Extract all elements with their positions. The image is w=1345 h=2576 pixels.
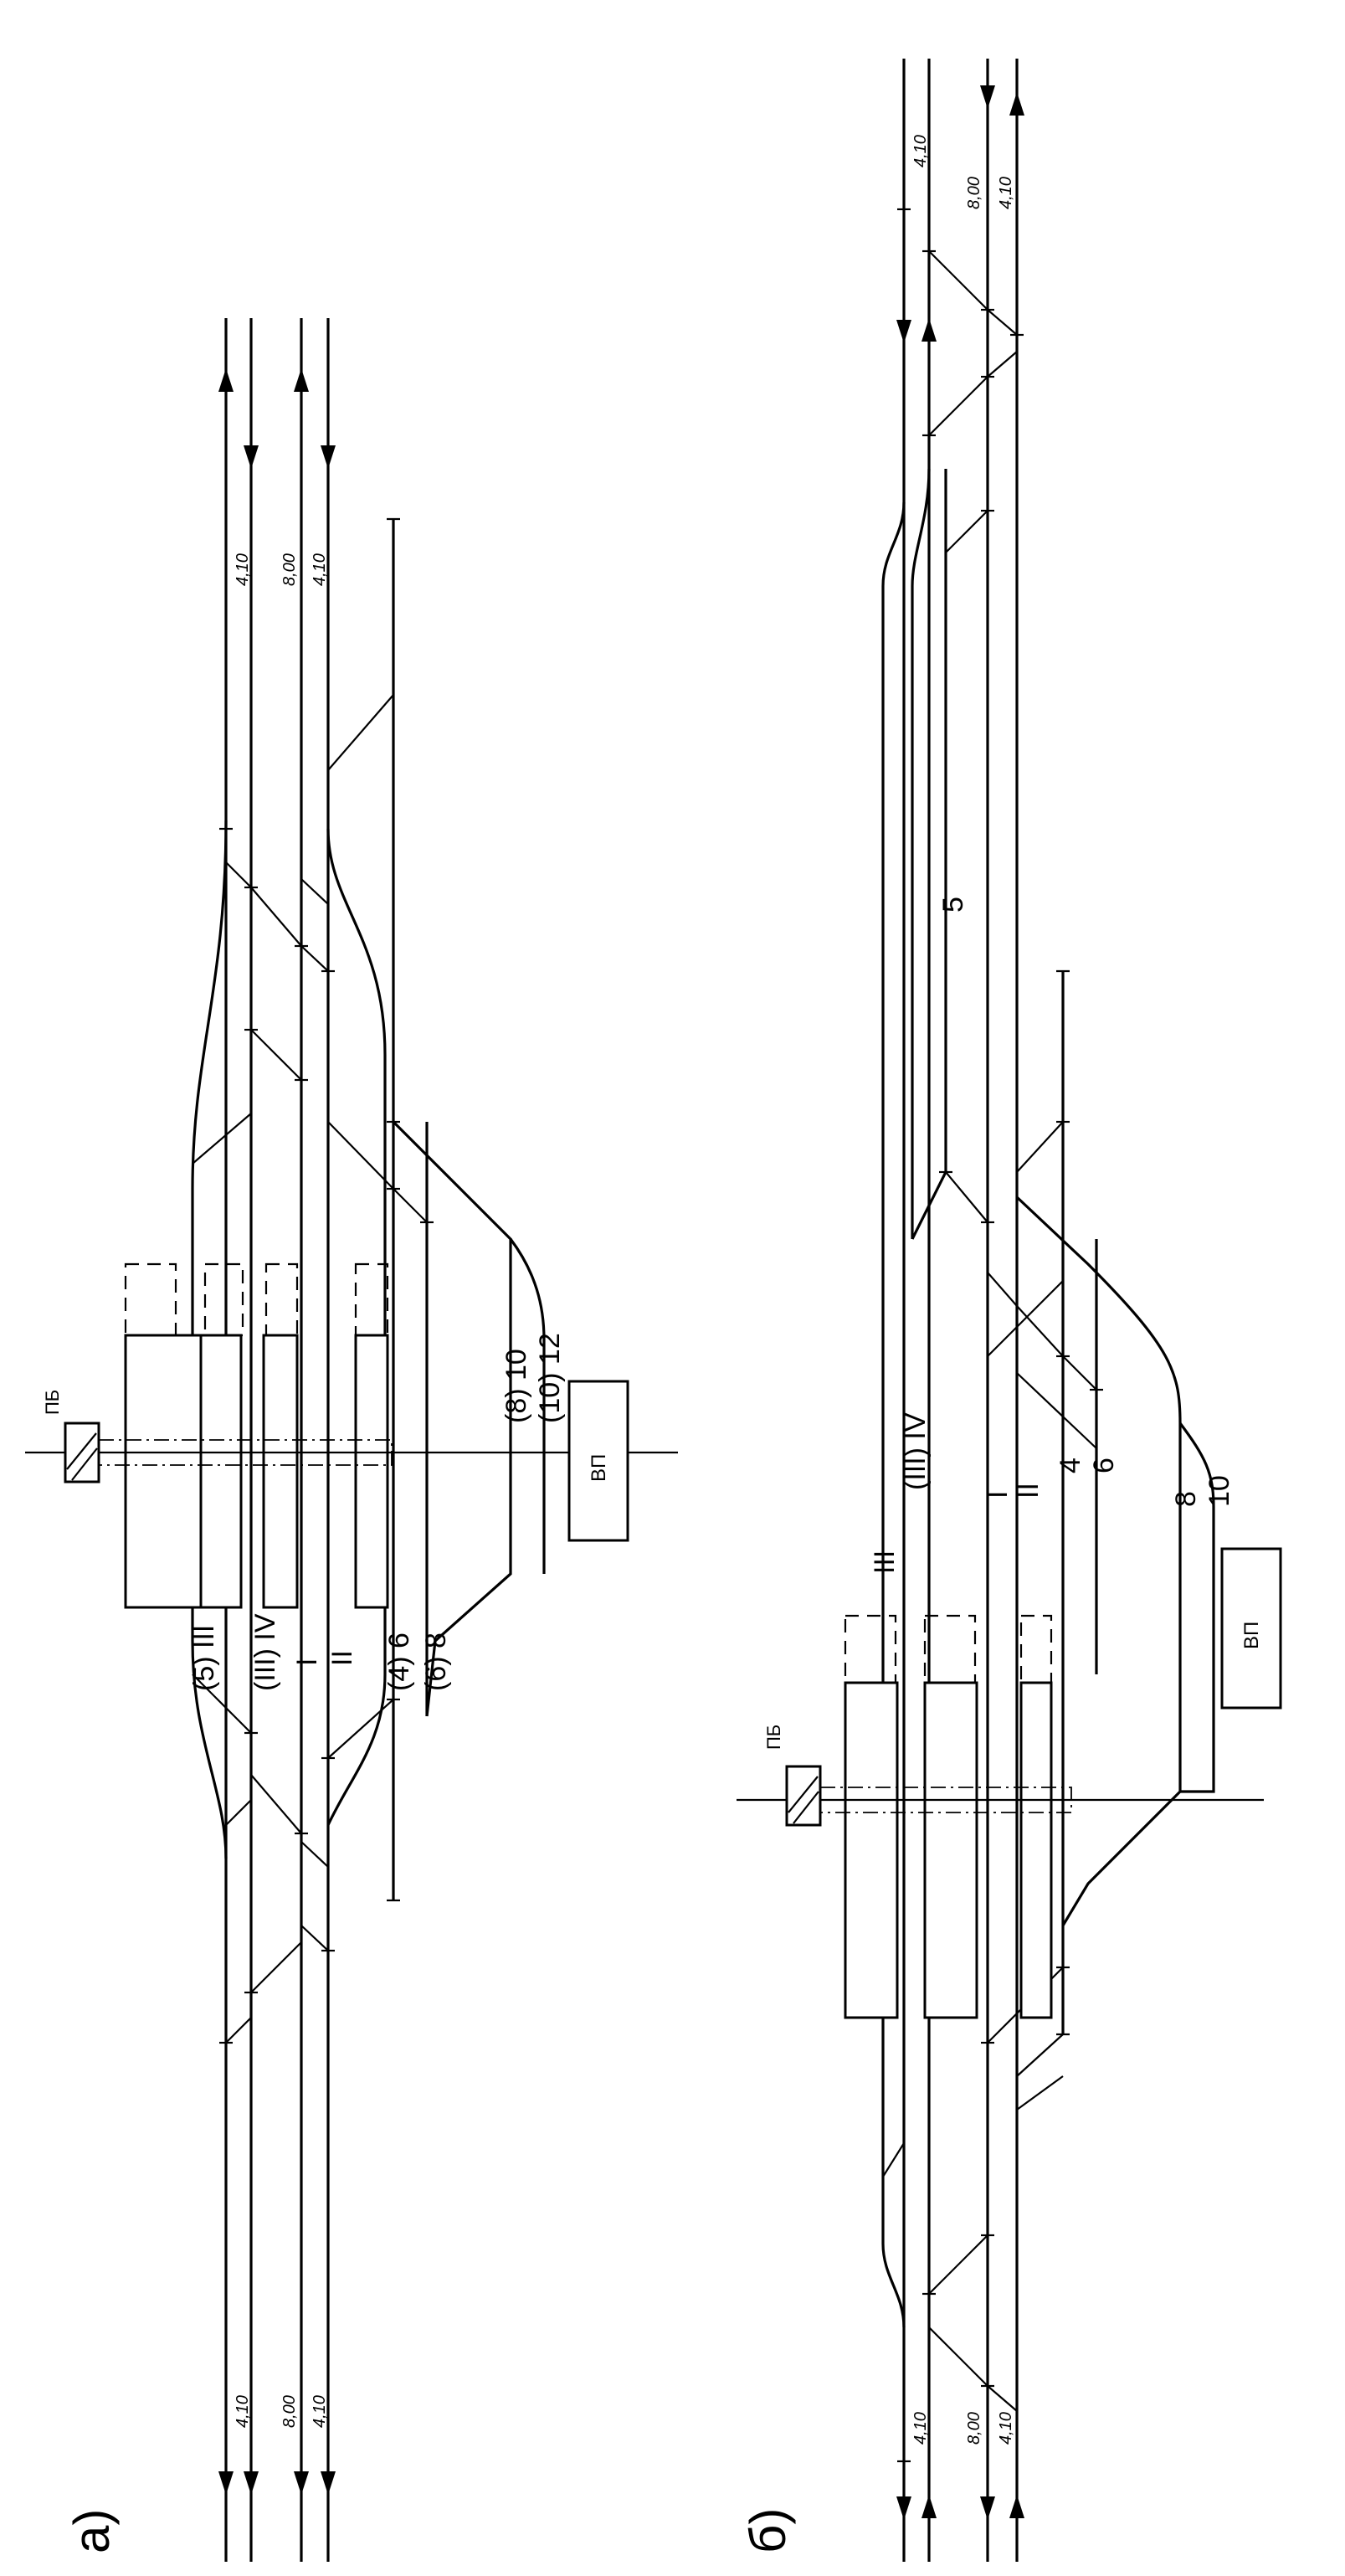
label-b-I: I bbox=[982, 1491, 1014, 1499]
arrow-a1-up bbox=[218, 368, 234, 392]
stub-a-bottom bbox=[387, 1889, 400, 1902]
track-a-loop-left bbox=[191, 820, 228, 1859]
label-a-II: II bbox=[326, 1650, 358, 1666]
label-a-5-III: (5) III bbox=[188, 1625, 220, 1691]
label-b-10: 10 bbox=[1204, 1475, 1235, 1507]
label-a-6-8: (6) 8 bbox=[420, 1632, 452, 1691]
track-a-siding-10 bbox=[392, 1120, 512, 1717]
spacing-a-top-3: 4,10 bbox=[311, 553, 329, 586]
label-b-6: 6 bbox=[1088, 1458, 1120, 1473]
label-a-III-IV: (III) IV bbox=[249, 1613, 281, 1691]
track-a-siding-12 bbox=[509, 1238, 546, 1574]
spacing-b-top-3: 4,10 bbox=[997, 177, 1015, 209]
spacing-b-bot-3: 4,10 bbox=[997, 2412, 1015, 2445]
spacing-a-bot-1: 4,10 bbox=[234, 2395, 252, 2428]
label-a-10-12: (10) 12 bbox=[534, 1333, 566, 1423]
platform-a3 bbox=[262, 1334, 299, 1609]
spacing-b-bot-2: 8,00 bbox=[965, 2412, 983, 2445]
footbridge-a bbox=[98, 1439, 393, 1466]
spacing-a-top-2: 8,00 bbox=[280, 553, 299, 586]
post-building-b bbox=[1220, 1547, 1282, 1710]
platform-a3-ext bbox=[264, 1262, 299, 1337]
track-b-5 bbox=[881, 501, 906, 2328]
label-a-I: I bbox=[291, 1658, 323, 1666]
spacing-a-bot-3: 4,10 bbox=[311, 2395, 329, 2428]
label-a-4-6: (4) 6 bbox=[383, 1632, 415, 1691]
panel-a: ПБ ВП (5) III (III) IV I II (4) 6 (6) 8 … bbox=[25, 318, 678, 2562]
switch-ticks-b bbox=[897, 208, 1103, 2463]
label-b-5: 5 bbox=[937, 897, 969, 913]
panel-a-label: а) bbox=[64, 2509, 120, 2553]
platform-a4 bbox=[354, 1334, 389, 1609]
platform-a2-ext bbox=[203, 1262, 244, 1337]
stub-a-top bbox=[387, 517, 400, 532]
track-b-siding-8 bbox=[1015, 1195, 1182, 1926]
platform-a4-ext bbox=[354, 1262, 389, 1337]
spacing-b-top-2: 8,00 bbox=[965, 177, 983, 209]
label-b-III-IV: (III) IV bbox=[900, 1412, 932, 1490]
label-a-8-10: (8) 10 bbox=[501, 1349, 532, 1423]
spacing-b-bot-1: 4,10 bbox=[911, 2412, 930, 2445]
arrow-a3-up bbox=[294, 368, 309, 392]
vp-label-a: ВП bbox=[588, 1454, 610, 1482]
post-building-a bbox=[567, 1380, 629, 1542]
label-b-III: III bbox=[869, 1550, 901, 1574]
label-b-4: 4 bbox=[1055, 1458, 1086, 1473]
passenger-building-b bbox=[785, 1765, 822, 1827]
platform-b1 bbox=[844, 1681, 899, 2019]
arrow-a4-down bbox=[321, 445, 336, 469]
panel-b-label: б) bbox=[740, 2508, 796, 2553]
spacing-a-bot-2: 8,00 bbox=[280, 2395, 299, 2428]
platform-b3 bbox=[1019, 1681, 1053, 2019]
label-b-II: II bbox=[1013, 1483, 1045, 1499]
arrow-a3-bottom bbox=[294, 2471, 309, 2495]
pb-label-a: ПБ bbox=[42, 1390, 63, 1415]
arrow-a1-bottom bbox=[218, 2471, 234, 2495]
panel-b: ПБ ВП III (III) IV I II 5 4 6 8 10 4,10 … bbox=[737, 59, 1282, 2562]
footbridge-b bbox=[819, 1787, 1072, 1813]
label-b-8: 8 bbox=[1170, 1491, 1202, 1507]
platform-b2 bbox=[923, 1681, 978, 2019]
track-b-lower bbox=[911, 468, 947, 1240]
spacing-b-top-1: 4,10 bbox=[911, 135, 930, 167]
switch-ticks-a bbox=[219, 827, 434, 2044]
spacing-a-top-1: 4,10 bbox=[234, 553, 252, 586]
pb-label-b: ПБ bbox=[763, 1725, 784, 1750]
platform-a2 bbox=[199, 1334, 243, 1609]
track-b-siding-10 bbox=[1178, 1422, 1215, 1793]
vp-label-b: ВП bbox=[1240, 1622, 1263, 1649]
track-a-loop-right bbox=[326, 828, 387, 1826]
platform-a1-ext bbox=[124, 1262, 177, 1337]
arrow-a2-bottom bbox=[244, 2471, 259, 2495]
track-b-IV bbox=[911, 468, 931, 1239]
arrow-a2-down bbox=[244, 445, 259, 469]
arrow-a4-bottom bbox=[321, 2471, 336, 2495]
